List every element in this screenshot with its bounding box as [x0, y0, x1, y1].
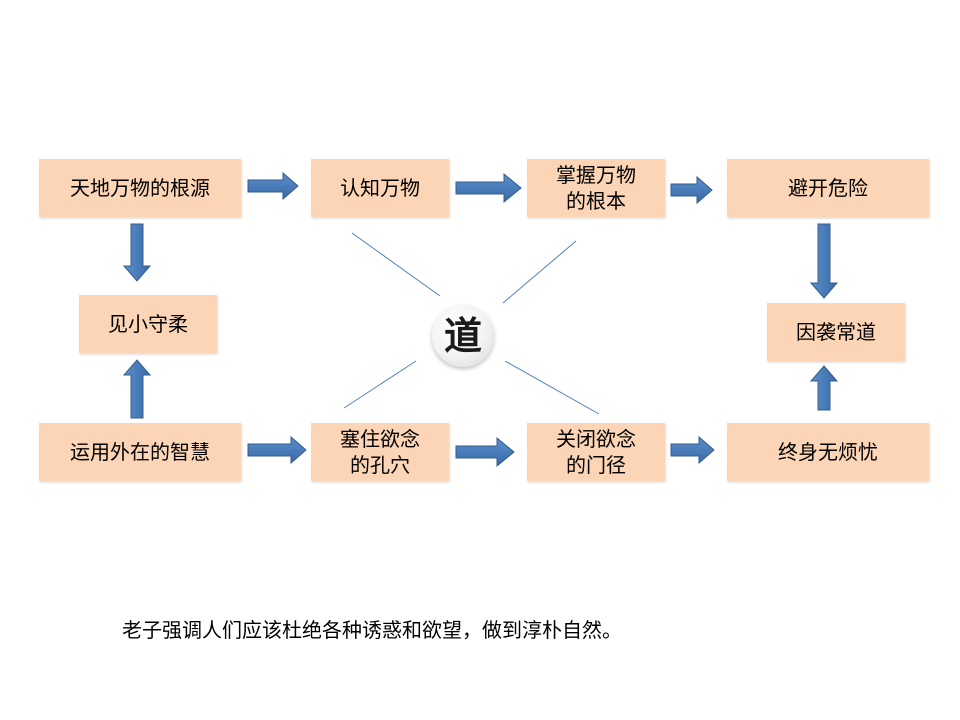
- node-renzhi: 认知万物: [311, 159, 449, 217]
- node-yunyong: 运用外在的智慧: [39, 423, 241, 481]
- arrow-tiandi-to-jianxiao: [122, 223, 152, 282]
- node-saizhu-label: 塞住欲念 的孔穴: [340, 427, 420, 477]
- node-tiandi-label: 天地万物的根源: [70, 176, 210, 200]
- dao-glyph: 道: [443, 313, 482, 358]
- node-saizhu: 塞住欲念 的孔穴: [311, 423, 449, 481]
- node-guanbi: 关闭欲念 的门径: [527, 423, 665, 481]
- node-renzhi-label: 认知万物: [340, 176, 420, 200]
- arrow-zhongshen-to-yinxi: [809, 365, 839, 411]
- node-guanbi-label: 关闭欲念 的门径: [556, 427, 636, 477]
- line-to-guanbi: [504, 360, 600, 415]
- node-zhangwo: 掌握万物 的根本: [527, 159, 665, 217]
- node-zhangwo-label: 掌握万物 的根本: [556, 163, 636, 213]
- arrow-renzhi-to-zhangwo: [455, 172, 522, 204]
- line-to-renzhi: [351, 232, 441, 297]
- node-tiandi: 天地万物的根源: [39, 159, 241, 217]
- dao-emblem: 道: [432, 305, 494, 367]
- node-zhongshen: 终身无烦忧: [727, 423, 929, 481]
- node-bikai: 避开危险: [727, 159, 929, 217]
- arrow-guanbi-to-zhongshen: [670, 435, 715, 465]
- node-jianxiao-label: 见小守柔: [108, 312, 188, 336]
- caption-text: 老子强调人们应该杜绝各种诱惑和欲望，做到淳朴自然。: [122, 618, 622, 642]
- line-to-saizhu: [343, 360, 417, 409]
- node-yunyong-label: 运用外在的智慧: [70, 440, 210, 464]
- arrow-yunyong-to-saizhu: [247, 435, 307, 465]
- node-bikai-label: 避开危险: [788, 176, 868, 200]
- arrow-tiandi-to-renzhi: [247, 171, 299, 201]
- node-yinxi: 因袭常道: [767, 303, 905, 361]
- node-zhongshen-label: 终身无烦忧: [778, 440, 878, 464]
- node-yinxi-label: 因袭常道: [796, 320, 876, 344]
- arrow-saizhu-to-guanbi: [455, 436, 515, 468]
- node-jianxiao: 见小守柔: [79, 295, 217, 353]
- arrow-bikai-to-yinxi: [809, 223, 839, 299]
- line-to-zhangwo: [502, 240, 577, 304]
- arrow-yunyong-to-jianxiao: [122, 359, 152, 419]
- arrow-zhangwo-to-bikai: [670, 175, 713, 205]
